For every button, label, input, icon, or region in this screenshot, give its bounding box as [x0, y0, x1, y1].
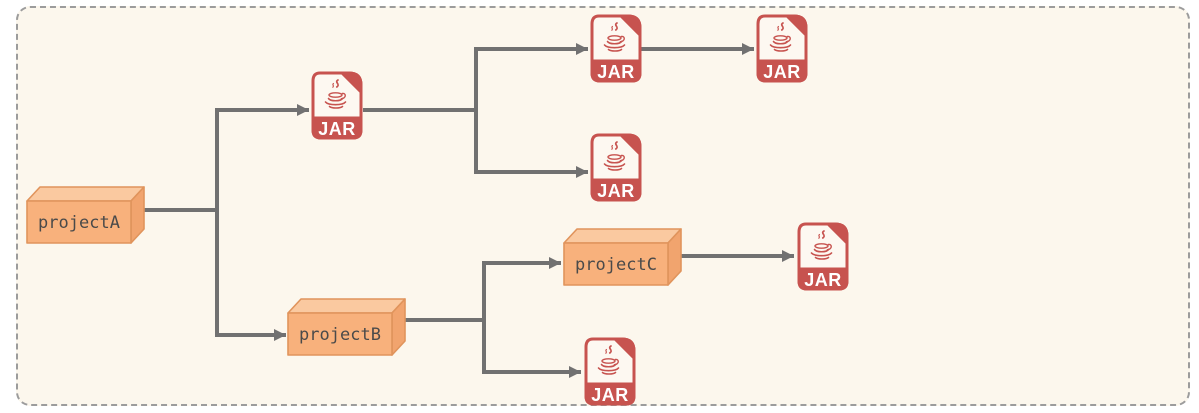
jar-bottom-band [797, 267, 849, 291]
jar-bottom-band [311, 116, 363, 140]
package-top-face [563, 228, 682, 244]
edge-projectB-projectC [404, 257, 561, 322]
edge-projectA-jar1 [141, 104, 309, 212]
jar-bottom-band [590, 178, 642, 202]
jar-file-icon: JAR [590, 14, 642, 83]
edge-projectA-projectB [141, 208, 286, 341]
jar-file-icon: JAR [311, 71, 363, 140]
package-top-face [26, 186, 145, 202]
jar-file-icon: JAR [756, 14, 808, 83]
java-cup-icon [769, 22, 792, 52]
jar-file-icon: JAR [797, 222, 849, 291]
jar-folded-corner [340, 71, 363, 94]
jar-folded-corner [613, 337, 636, 360]
java-cup-icon [603, 141, 626, 171]
jar-file-icon: JAR [590, 133, 642, 202]
edge-jar1-jar2 [363, 43, 588, 112]
jar-bottom-band [590, 59, 642, 83]
package-label: projectC [575, 255, 657, 275]
jar-label: JAR [804, 270, 842, 290]
edge-jar1-jar3 [363, 108, 588, 178]
package-node-projectC: projectC [563, 228, 682, 286]
package-node-projectA: projectA [26, 186, 145, 244]
java-cup-icon [603, 22, 626, 52]
edge-projectB-jar6 [404, 318, 581, 378]
package-front-face [563, 242, 669, 286]
jar-folded-corner [826, 222, 849, 245]
jar-file-icon: JAR [584, 337, 636, 406]
package-label: projectB [299, 325, 381, 345]
package-label: projectA [38, 213, 120, 233]
jar-label: JAR [763, 62, 801, 82]
jar-label: JAR [597, 181, 635, 201]
java-cup-icon [810, 230, 833, 260]
jar-folded-corner [785, 14, 808, 37]
package-front-face [287, 312, 393, 356]
java-cup-icon [597, 345, 620, 375]
package-front-face [26, 200, 132, 244]
package-top-face [287, 298, 406, 314]
jar-label: JAR [591, 385, 629, 405]
jar-folded-corner [619, 14, 642, 37]
java-cup-icon [324, 79, 347, 109]
jar-folded-corner [619, 133, 642, 156]
jar-bottom-band [584, 382, 636, 406]
jar-bottom-band [756, 59, 808, 83]
package-node-projectB: projectB [287, 298, 406, 356]
jar-label: JAR [597, 62, 635, 82]
jar-label: JAR [318, 119, 356, 139]
